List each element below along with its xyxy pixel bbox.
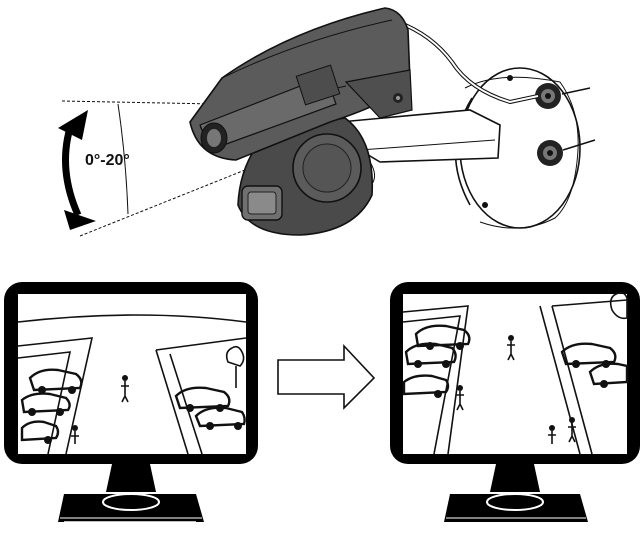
tilt-arrow-icon <box>58 110 96 230</box>
cable-gland-top <box>535 83 561 109</box>
monitor-before <box>4 282 258 522</box>
right-arrow-icon <box>278 346 374 408</box>
monitor-after <box>390 282 640 522</box>
tilt-range-label: 0°-20° <box>85 152 130 169</box>
camera-assembly: 0°-20° <box>58 8 595 236</box>
cable-gland-bottom <box>537 140 563 166</box>
